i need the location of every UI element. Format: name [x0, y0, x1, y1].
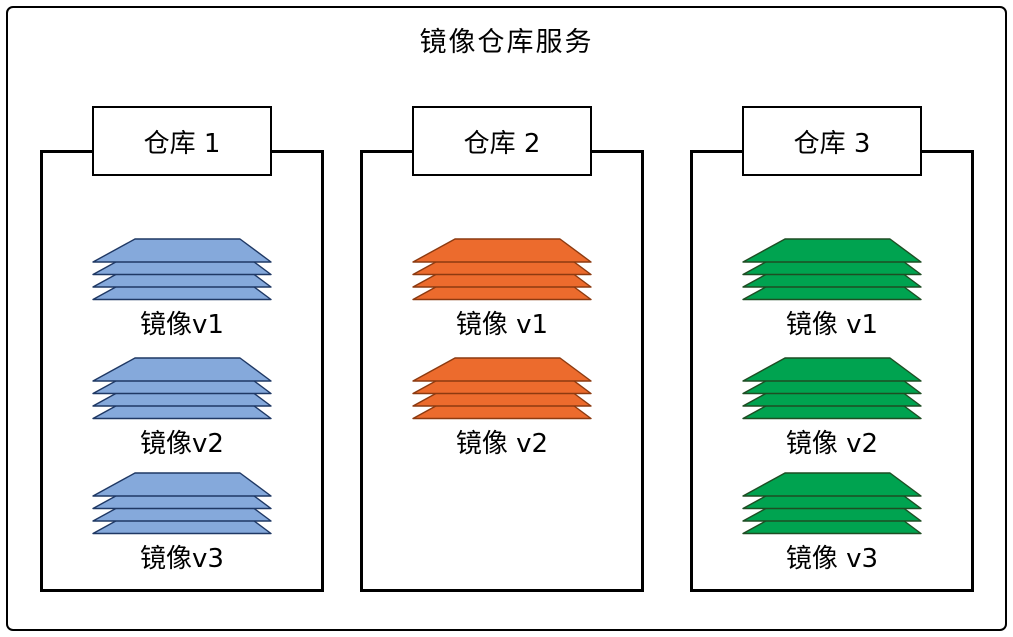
image-stack-group: 镜像v2	[43, 357, 321, 460]
repository-3-box: 仓库 3 镜像 v1 镜像 v2	[690, 106, 974, 592]
layer-stack-icon	[92, 357, 272, 420]
repository-2-label: 仓库 2	[463, 128, 541, 159]
image-version-label: 镜像 v1	[455, 310, 549, 340]
layer-plate	[92, 472, 272, 497]
layer-stack-icon	[412, 238, 592, 301]
repository-1-box: 仓库 1 镜像v1 镜像v2	[40, 106, 324, 592]
layer-plate	[742, 238, 922, 263]
image-stack-group: 镜像v3	[43, 472, 321, 575]
repository-2-label-box: 仓库 2	[412, 106, 592, 176]
layer-plate	[412, 238, 592, 263]
layer-stack-icon	[92, 238, 272, 301]
image-stack-group: 镜像 v1	[693, 238, 971, 341]
image-version-label: 镜像 v3	[785, 544, 879, 574]
layer-plate	[742, 472, 922, 497]
image-version-label: 镜像v2	[140, 429, 224, 459]
image-version-label: 镜像 v1	[785, 310, 879, 340]
layer-plate	[92, 238, 272, 263]
layer-stack-icon	[742, 238, 922, 301]
image-stack-group: 镜像 v1	[363, 238, 641, 341]
repository-1-label: 仓库 1	[143, 128, 221, 159]
image-stack-group: 镜像v1	[43, 238, 321, 341]
layer-plate	[92, 357, 272, 382]
layer-stack-icon	[742, 357, 922, 420]
layer-stack-icon	[92, 472, 272, 535]
image-version-label: 镜像 v2	[455, 429, 549, 459]
image-version-label: 镜像v3	[140, 544, 224, 574]
image-version-label: 镜像v1	[140, 310, 224, 340]
layer-plate	[412, 357, 592, 382]
layer-plate	[742, 357, 922, 382]
image-stack-group: 镜像 v2	[693, 357, 971, 460]
repository-3-label: 仓库 3	[793, 128, 871, 159]
image-stack-group: 镜像 v2	[363, 357, 641, 460]
layer-stack-icon	[742, 472, 922, 535]
image-stack-group: 镜像 v3	[693, 472, 971, 575]
image-version-label: 镜像 v2	[785, 429, 879, 459]
diagram-title: 镜像仓库服务	[419, 27, 594, 58]
layer-stack-icon	[412, 357, 592, 420]
repository-3-label-box: 仓库 3	[742, 106, 922, 176]
repository-2-box: 仓库 2 镜像 v1 镜像 v2	[360, 106, 644, 592]
repository-1-label-box: 仓库 1	[92, 106, 272, 176]
